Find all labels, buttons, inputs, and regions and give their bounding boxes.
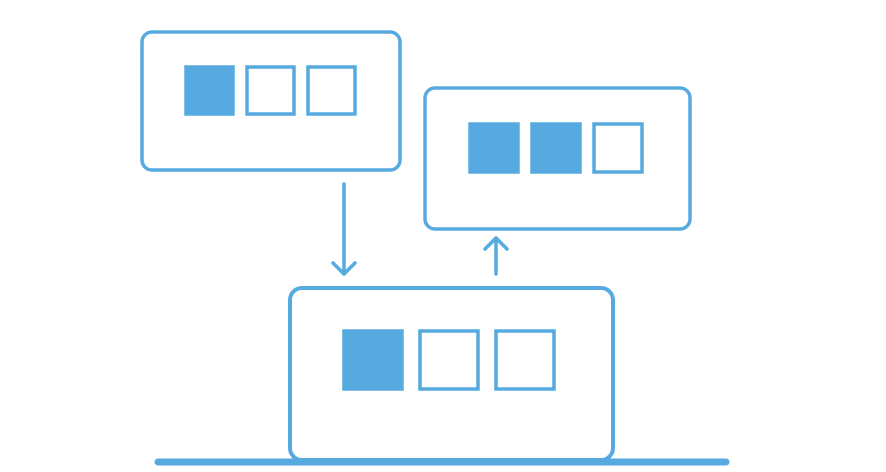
empty-slot [418,329,480,391]
top-left-panel [140,30,402,172]
arrow-down-icon [331,261,357,276]
up-arrow [483,236,509,276]
empty-slot [494,329,556,391]
filled-slot [530,122,582,174]
empty-slot [592,122,644,174]
empty-slot [245,65,296,116]
filled-slot [184,65,235,116]
empty-slot [306,65,357,116]
bottom-panel [288,286,615,462]
filled-slot [468,122,520,174]
top-right-panel [423,86,692,231]
arrow-up-icon [483,236,509,251]
down-arrow [331,182,357,276]
filled-slot [342,329,404,391]
